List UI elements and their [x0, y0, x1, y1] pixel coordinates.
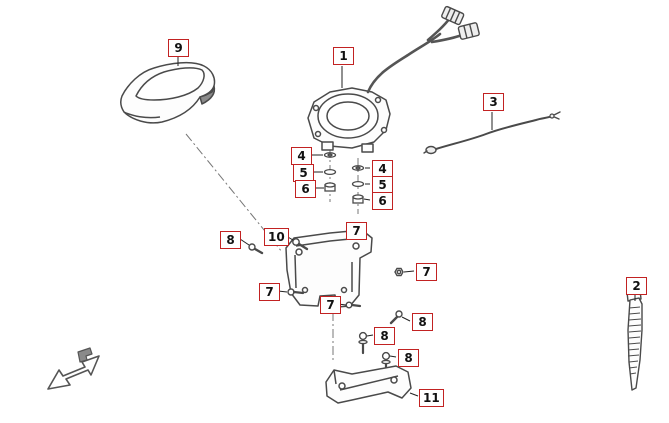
- part-lower-bracket: [325, 365, 412, 404]
- part-screws: [248, 238, 404, 374]
- callout-3[interactable]: 3: [483, 93, 504, 111]
- front-arrow-icon: [47, 347, 100, 390]
- callout-8-b[interactable]: 8: [412, 313, 433, 331]
- callout-9[interactable]: 9: [168, 39, 189, 57]
- callout-10[interactable]: 10: [264, 228, 289, 246]
- callout-7-b[interactable]: 7: [416, 263, 437, 281]
- leader-lines: [177, 56, 636, 397]
- callout-8-d[interactable]: 8: [398, 349, 419, 367]
- callout-4-left[interactable]: 4: [291, 147, 312, 165]
- part-strap: [626, 289, 643, 391]
- part-washers-right: [351, 165, 365, 204]
- part-washers-left: [323, 152, 337, 192]
- callout-8-c[interactable]: 8: [374, 327, 395, 345]
- harness-connector-icon: [441, 5, 480, 40]
- callout-6-right[interactable]: 6: [372, 192, 393, 210]
- part-meter-cover: [119, 61, 216, 124]
- part-cable: [423, 111, 561, 155]
- callout-11[interactable]: 11: [419, 389, 444, 407]
- callout-8-a[interactable]: 8: [220, 231, 241, 249]
- part-speedometer: [307, 87, 391, 153]
- callout-7-c[interactable]: 7: [259, 283, 280, 301]
- callout-7-bracket[interactable]: 7: [346, 222, 367, 240]
- callout-6-left[interactable]: 6: [295, 180, 316, 198]
- callout-7-d[interactable]: 7: [320, 296, 341, 314]
- part-wire-harness: [366, 16, 464, 94]
- callout-1[interactable]: 1: [333, 47, 354, 65]
- callout-2[interactable]: 2: [626, 277, 647, 295]
